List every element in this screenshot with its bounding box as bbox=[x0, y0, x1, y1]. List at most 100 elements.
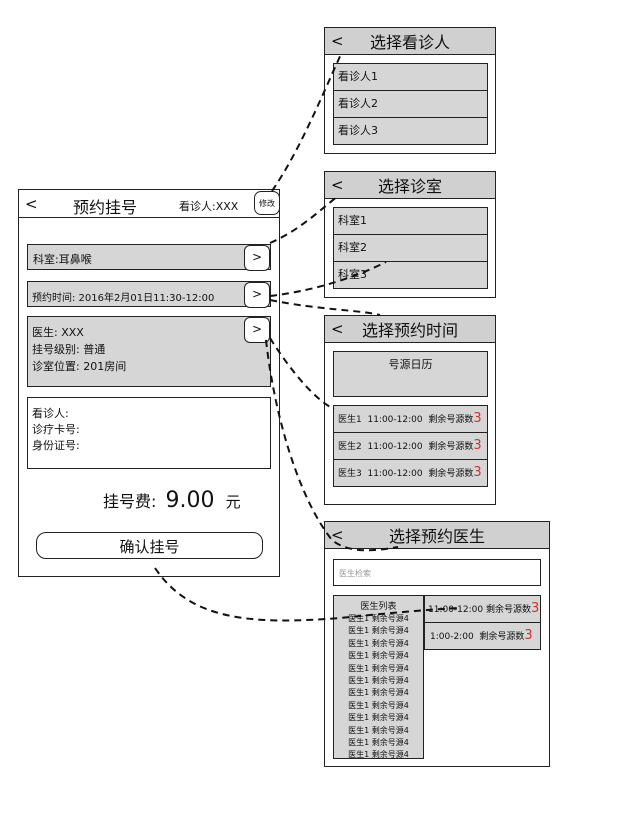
doctor-level: 挂号级别: 普通 bbox=[32, 343, 106, 356]
select-doctor-title-bar: < 选择预约医生 bbox=[325, 522, 549, 549]
room-option[interactable]: 科室3 bbox=[333, 261, 488, 289]
department-text: 科室:耳鼻喉 bbox=[33, 253, 92, 266]
doctor-slot-row[interactable]: 11:00-12:00 剩余号源数3 bbox=[424, 595, 541, 623]
calendar-label: 号源日历 bbox=[388, 358, 433, 371]
time-slot-row[interactable]: 医生1 11:00-12:00 剩余号源数3 bbox=[333, 405, 488, 433]
time-slot-row[interactable]: 医生3 11:00-12:00 剩余号源数3 bbox=[333, 459, 488, 487]
time-row[interactable]: 预约时间: 2016年2月01日11:30-12:00 bbox=[27, 281, 271, 307]
patient-option[interactable]: 看诊人3 bbox=[333, 117, 488, 145]
slot-time: 11:00-12:00 bbox=[367, 469, 423, 479]
back-button[interactable]: < bbox=[331, 32, 344, 50]
room-option-label: 科室3 bbox=[338, 268, 367, 281]
doctor-slot-time: 1:00-2:00 bbox=[430, 632, 474, 642]
slot-time: 11:00-12:00 bbox=[367, 442, 423, 452]
doctor-list-item[interactable]: 医生1 剩余号源4 bbox=[348, 725, 409, 735]
doctor-list-item[interactable]: 医生1 剩余号源4 bbox=[348, 738, 409, 748]
room-option-label: 科室2 bbox=[338, 241, 367, 254]
edit-patient-button[interactable]: 修改 bbox=[254, 191, 280, 215]
doctor-list-item[interactable]: 医生1 剩余号源4 bbox=[348, 626, 409, 636]
chevron-right-icon: > bbox=[251, 250, 263, 264]
doctor-list-item[interactable]: 医生1 剩余号源4 bbox=[348, 676, 409, 686]
doctor-list-item[interactable]: 医生1 剩余号源4 bbox=[348, 688, 409, 698]
doctor-slot-row[interactable]: 1:00-2:00 剩余号源数3 bbox=[424, 622, 541, 650]
select-time-title-bar: < 选择预约时间 bbox=[325, 316, 495, 343]
main-screen: < 预约挂号 看诊人:XXX 修改 科室:耳鼻喉 > 预约时间: 2016年2月… bbox=[18, 189, 280, 577]
department-chevron-button[interactable]: > bbox=[244, 245, 270, 271]
doctor-list-items: 医生1 剩余号源4 医生1 剩余号源4 医生1 剩余号源4 医生1 剩余号源4 医生1 … bbox=[334, 613, 423, 762]
doctor-slot-remain-label: 剩余号源数 bbox=[486, 605, 532, 615]
slot-remain: 3 bbox=[473, 465, 482, 480]
confirm-button[interactable]: 确认挂号 bbox=[36, 532, 263, 559]
patient-info-box: 看诊人: 诊疗卡号: 身份证号: bbox=[27, 397, 271, 469]
department-row[interactable]: 科室:耳鼻喉 bbox=[27, 244, 271, 270]
slot-doctor: 医生1 bbox=[338, 415, 362, 425]
doctor-list-item[interactable]: 医生1 剩余号源4 bbox=[348, 663, 409, 673]
doctor-room: 诊室位置: 201房间 bbox=[32, 360, 127, 373]
slot-remain-label: 剩余号源数 bbox=[428, 415, 474, 425]
fee-line: 挂号费: 9.00 元 bbox=[103, 488, 241, 513]
main-title-bar: < 预约挂号 看诊人:XXX 修改 bbox=[19, 190, 280, 218]
doctor-list-title: 医生列表 bbox=[360, 602, 397, 612]
doctor-slot-remain-label: 剩余号源数 bbox=[479, 632, 525, 642]
patient-option-label: 看诊人2 bbox=[338, 97, 378, 110]
time-slot-row[interactable]: 医生2 11:00-12:00 剩余号源数3 bbox=[333, 432, 488, 460]
fee-amount: 9.00 bbox=[165, 488, 215, 513]
slot-remain: 3 bbox=[473, 438, 482, 453]
patient-option-label: 看诊人3 bbox=[338, 124, 378, 137]
info-card-no: 诊疗卡号: bbox=[32, 423, 80, 436]
page-title: 预约挂号 bbox=[73, 198, 138, 217]
confirm-label: 确认挂号 bbox=[119, 538, 180, 556]
edit-label: 修改 bbox=[259, 199, 275, 208]
chevron-right-icon: > bbox=[251, 322, 263, 336]
doctor-name: 医生: XXX bbox=[32, 326, 84, 339]
info-id-no: 身份证号: bbox=[32, 439, 80, 452]
slot-doctor: 医生2 bbox=[338, 442, 362, 452]
chevron-right-icon: > bbox=[251, 287, 263, 301]
patient-option-label: 看诊人1 bbox=[338, 70, 378, 83]
room-option[interactable]: 科室1 bbox=[333, 207, 488, 235]
info-patient: 看诊人: bbox=[32, 407, 69, 420]
slot-remain-label: 剩余号源数 bbox=[428, 469, 474, 479]
doctor-list-item[interactable]: 医生1 剩余号源4 bbox=[348, 713, 409, 723]
doctor-list-item[interactable]: 医生1 剩余号源4 bbox=[348, 651, 409, 661]
select-doctor-title: 选择预约医生 bbox=[388, 527, 485, 546]
select-time-title: 选择预约时间 bbox=[361, 321, 458, 340]
room-option[interactable]: 科室2 bbox=[333, 234, 488, 262]
select-patient-title-bar: < 选择看诊人 bbox=[325, 28, 495, 55]
slot-doctor: 医生3 bbox=[338, 469, 362, 479]
doctor-chevron-button[interactable]: > bbox=[244, 317, 270, 343]
doctor-list-item[interactable]: 医生1 剩余号源4 bbox=[348, 700, 409, 710]
doctor-card[interactable]: 医生: XXX 挂号级别: 普通 诊室位置: 201房间 bbox=[27, 316, 271, 387]
select-patient-title: 选择看诊人 bbox=[369, 33, 450, 52]
doctor-slot-time: 11:00-12:00 bbox=[428, 605, 484, 615]
select-room-title-bar: < 选择诊室 bbox=[325, 172, 495, 199]
time-text: 预约时间: 2016年2月01日11:30-12:00 bbox=[32, 293, 215, 304]
slot-remain: 3 bbox=[473, 411, 482, 426]
patient-option[interactable]: 看诊人1 bbox=[333, 63, 488, 91]
connector-time-to-time bbox=[269, 299, 381, 316]
fee-unit: 元 bbox=[225, 493, 241, 511]
back-button[interactable]: < bbox=[331, 320, 344, 338]
select-room-panel: < 选择诊室 科室1 科室2 科室3 bbox=[324, 171, 496, 298]
back-button[interactable]: < bbox=[25, 195, 38, 213]
doctor-list-item[interactable]: 医生1 剩余号源4 bbox=[348, 750, 409, 760]
slot-remain-label: 剩余号源数 bbox=[428, 442, 474, 452]
doctor-slot-remain: 3 bbox=[524, 628, 533, 643]
patient-option[interactable]: 看诊人2 bbox=[333, 90, 488, 118]
calendar-box[interactable]: 号源日历 bbox=[333, 351, 488, 397]
select-time-panel: < 选择预约时间 号源日历 医生1 11:00-12:00 剩余号源数3 医生2… bbox=[324, 315, 496, 505]
doctor-list-item[interactable]: 医生1 剩余号源4 bbox=[348, 638, 409, 648]
select-patient-panel: < 选择看诊人 看诊人1 看诊人2 看诊人3 bbox=[324, 27, 496, 154]
select-room-title: 选择诊室 bbox=[377, 177, 442, 196]
time-chevron-button[interactable]: > bbox=[244, 282, 270, 308]
search-placeholder: 医生检索 bbox=[339, 569, 371, 578]
fee-label: 挂号费: bbox=[103, 492, 157, 511]
doctor-slot-remain: 3 bbox=[531, 601, 540, 616]
doctor-search-input[interactable]: 医生检索 bbox=[333, 559, 541, 586]
room-option-label: 科室1 bbox=[338, 214, 367, 227]
slot-time: 11:00-12:00 bbox=[367, 415, 423, 425]
patient-label: 看诊人:XXX bbox=[179, 200, 239, 213]
doctor-list-item[interactable]: 医生1 剩余号源4 bbox=[348, 614, 409, 623]
